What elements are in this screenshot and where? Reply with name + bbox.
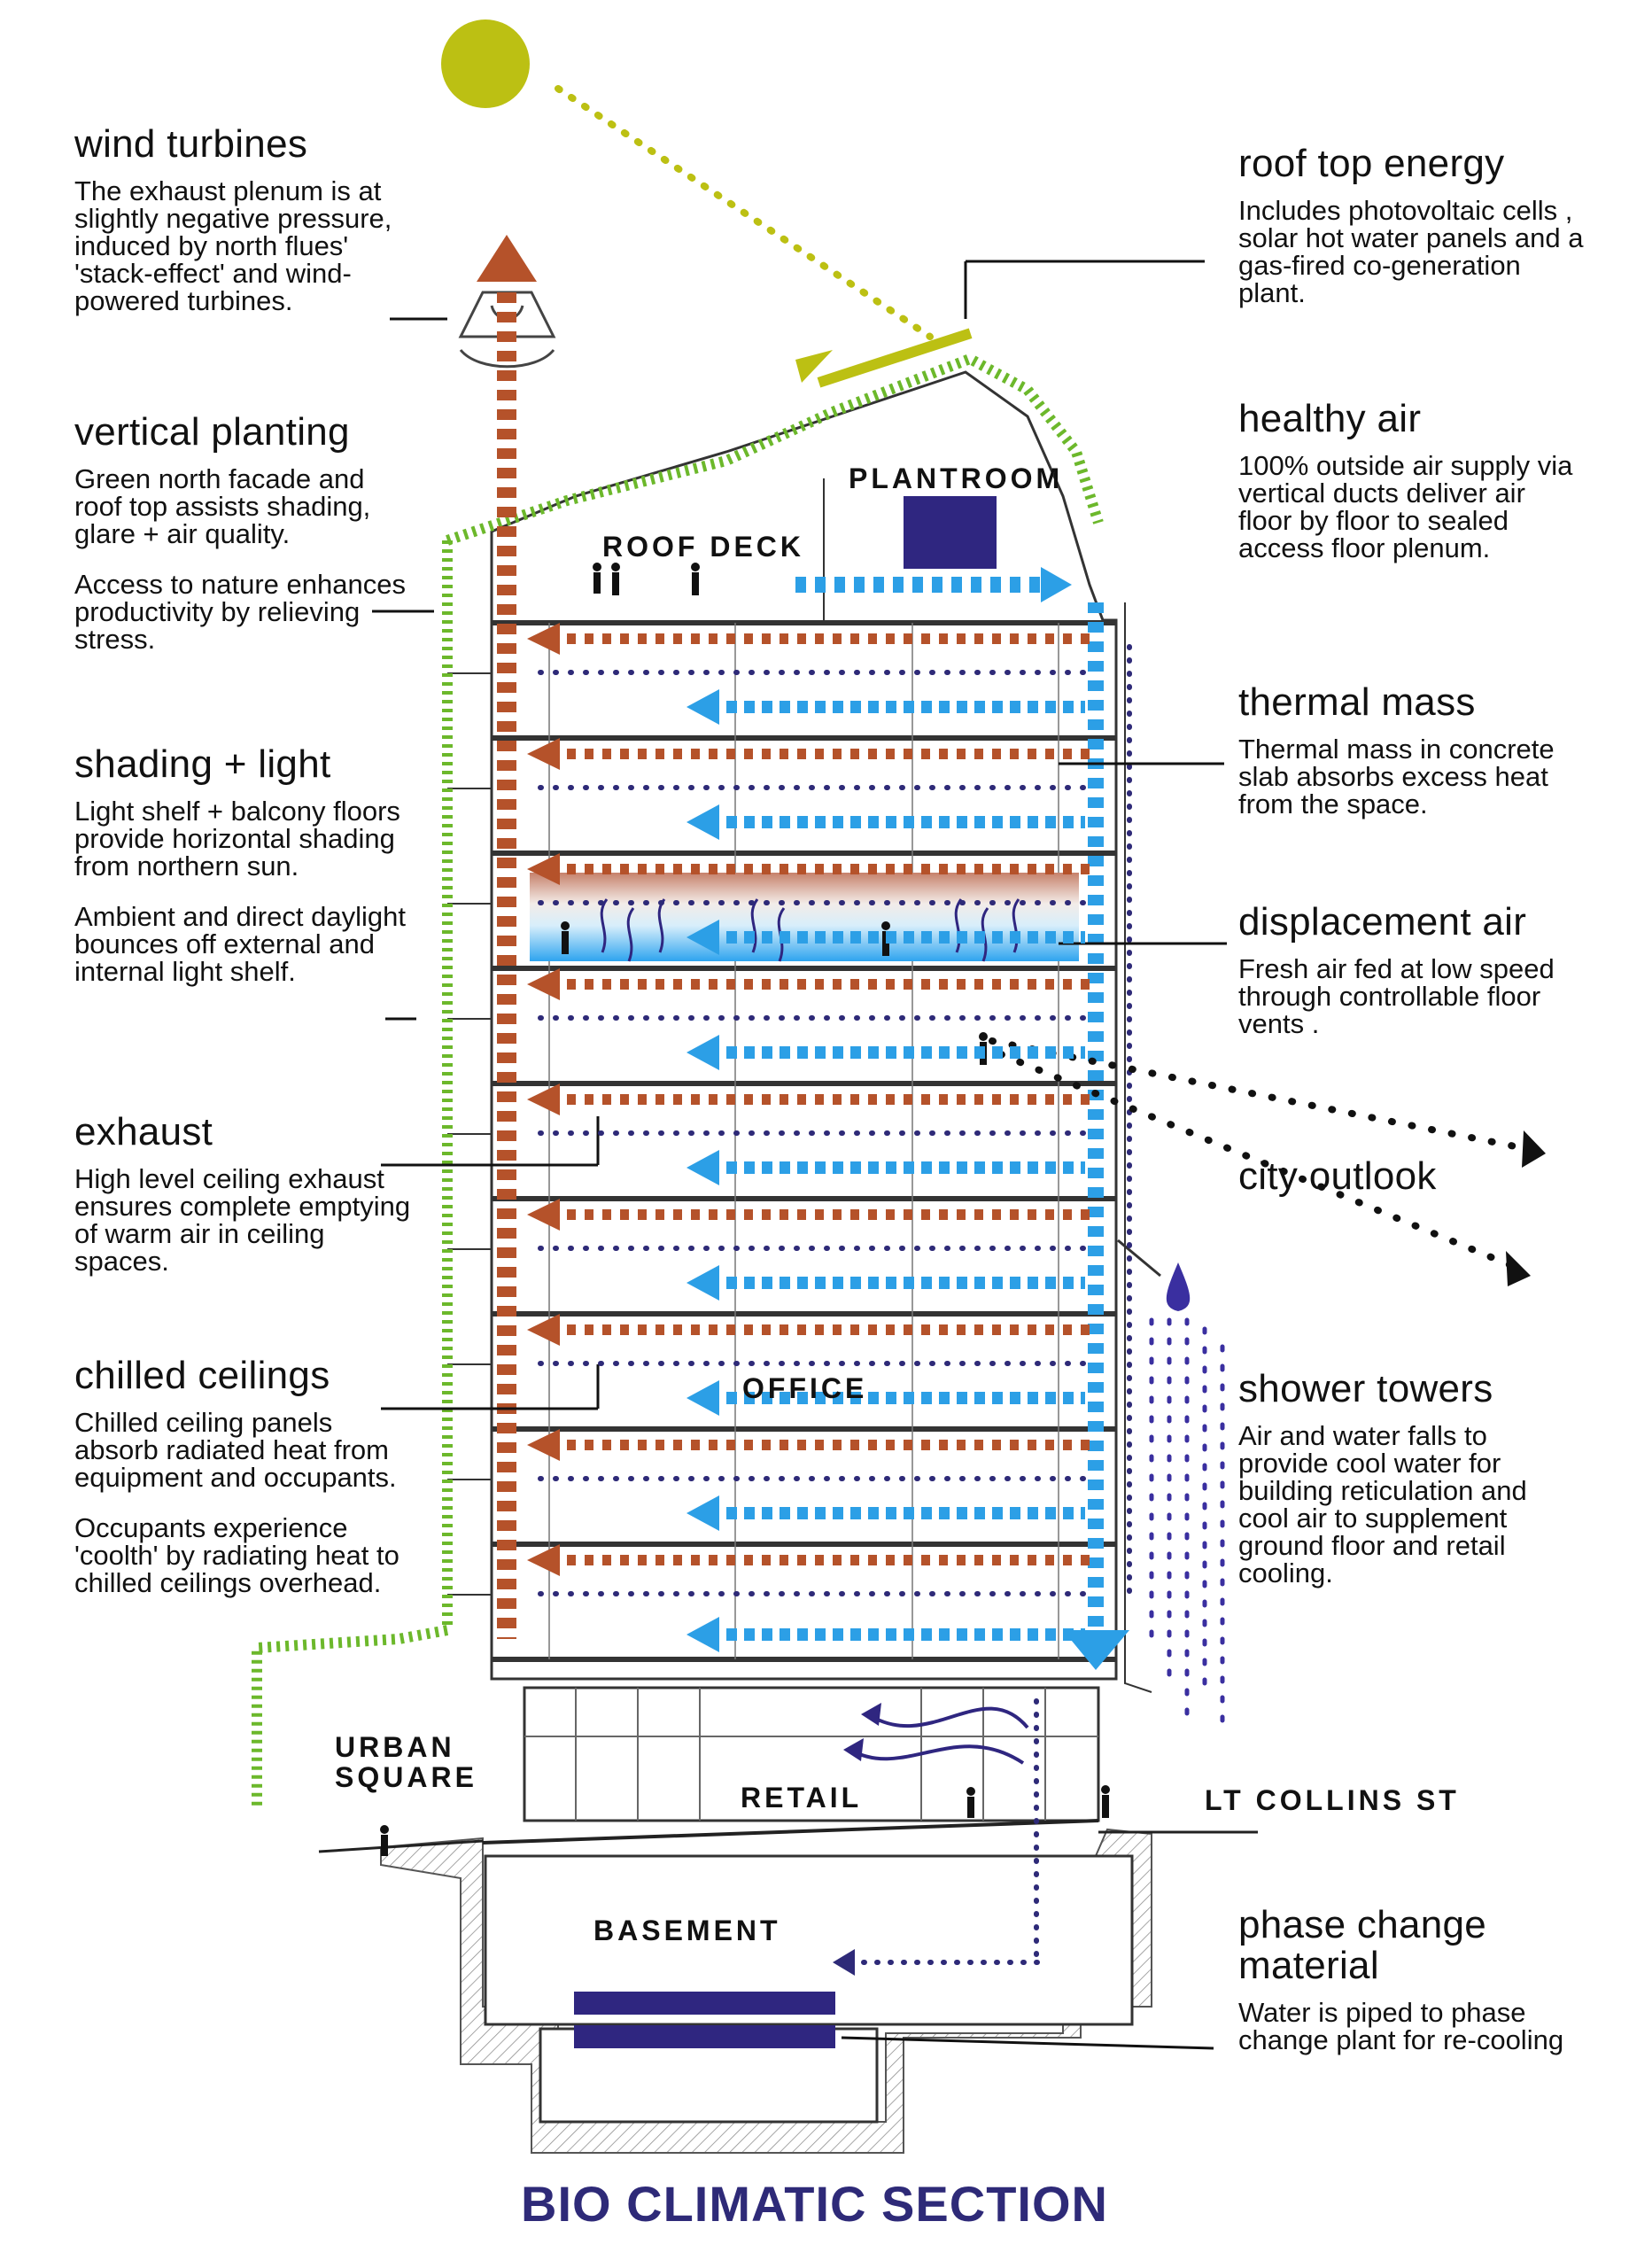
annotation-body-2: Ambient and direct daylight bounces off … bbox=[74, 901, 406, 987]
annotation-city-outlook: city outlook bbox=[1238, 1156, 1575, 1197]
annotation-healthy-air: healthy air 100% outside air supply via … bbox=[1238, 397, 1575, 563]
supply-flow-arrowhead bbox=[687, 804, 719, 840]
annotation-shower-towers: shower towers Air and water falls to pro… bbox=[1238, 1367, 1584, 1588]
solar-ray-arrowhead bbox=[795, 350, 833, 383]
vertical-planting bbox=[252, 353, 1104, 1807]
annotation-body: Green north facade and roof top assists … bbox=[74, 463, 371, 549]
sun-icon bbox=[441, 19, 530, 108]
solar-ray bbox=[555, 85, 934, 340]
annotation-phase-change: phase change material Water is piped to … bbox=[1238, 1905, 1575, 2054]
annotation-body: 100% outside air supply via vertical duc… bbox=[1238, 450, 1573, 563]
annotation-body-2: Occupants experience 'coolth' by radiati… bbox=[74, 1512, 399, 1598]
annotation-chilled-ceilings: chilled ceilings Chilled ceiling panels … bbox=[74, 1354, 411, 1598]
supply-flow-arrowhead bbox=[687, 689, 719, 725]
label-basement: BASEMENT bbox=[593, 1915, 781, 1946]
floor-air-flows bbox=[527, 623, 1092, 1652]
annotation-title: displacement air bbox=[1238, 900, 1527, 944]
shower-water-dots bbox=[848, 644, 1132, 1965]
ground-section bbox=[318, 1828, 1258, 2154]
exhaust-flow-arrowhead bbox=[527, 738, 560, 770]
exhaust-flow-arrowhead bbox=[527, 1544, 560, 1576]
exhaust-flow-arrowhead bbox=[527, 1314, 560, 1346]
supply-flow-arrowhead bbox=[687, 1380, 719, 1416]
annotation-body: Air and water falls to provide cool wate… bbox=[1238, 1420, 1527, 1588]
exhaust-flow-arrowhead bbox=[527, 1199, 560, 1231]
phase-change-tank bbox=[574, 1992, 835, 2015]
supply-flow-arrowhead bbox=[687, 1150, 719, 1185]
annotation-displacement-air: displacement air Fresh air fed at low sp… bbox=[1238, 900, 1593, 1039]
annotation-body-2: Access to nature enhances productivity b… bbox=[74, 569, 406, 655]
annotation-title: thermal mass bbox=[1238, 680, 1476, 724]
annotation-title: shower towers bbox=[1238, 1367, 1493, 1410]
annotation-body: Water is piped to phase change plant for… bbox=[1238, 1997, 1564, 2055]
annotation-title: chilled ceilings bbox=[74, 1354, 330, 1397]
annotation-title: phase change material bbox=[1238, 1903, 1487, 1987]
label-lt-collins-st: LT COLLINS ST bbox=[1205, 1784, 1460, 1816]
exhaust-flow-arrowhead bbox=[527, 1429, 560, 1461]
annotation-vertical-planting: vertical planting Green north facade and… bbox=[74, 410, 411, 655]
annotation-body: Chilled ceiling panels absorb radiated h… bbox=[74, 1407, 397, 1493]
label-retail: RETAIL bbox=[741, 1782, 863, 1814]
exhaust-flow-arrowhead bbox=[527, 968, 560, 1000]
annotation-title: healthy air bbox=[1238, 397, 1422, 440]
annotation-body: Includes photovoltaic cells , solar hot … bbox=[1238, 195, 1584, 308]
displacement-air-band bbox=[530, 873, 1079, 961]
annotation-exhaust: exhaust High level ceiling exhaust ensur… bbox=[74, 1110, 411, 1277]
exhaust-flow-arrowhead bbox=[527, 1084, 560, 1115]
leader-lines bbox=[372, 260, 1227, 2050]
supply-duct-arrowhead bbox=[1063, 1630, 1129, 1670]
annotation-title: exhaust bbox=[74, 1110, 213, 1153]
annotation-title: wind turbines bbox=[74, 122, 308, 166]
annotation-title: vertical planting bbox=[74, 410, 350, 454]
annotation-body: Light shelf + balcony floors provide hor… bbox=[74, 796, 400, 882]
solar-panel bbox=[817, 328, 973, 388]
supply-flow-arrowhead bbox=[687, 1495, 719, 1531]
supply-flow-arrowhead bbox=[687, 1265, 719, 1301]
annotation-roof-top-energy: roof top energy Includes photovoltaic ce… bbox=[1238, 144, 1584, 307]
annotation-body: Fresh air fed at low speed through contr… bbox=[1238, 953, 1555, 1039]
supply-flow-arrowhead bbox=[687, 1617, 719, 1652]
supply-flow-arrowhead bbox=[687, 1035, 719, 1070]
annotation-title: shading + light bbox=[74, 742, 331, 786]
office-tower bbox=[447, 370, 1161, 1693]
annotation-body: High level ceiling exhaust ensures compl… bbox=[74, 1163, 411, 1277]
annotation-wind-turbines: wind turbines The exhaust plenum is at s… bbox=[74, 124, 429, 315]
annotation-thermal-mass: thermal mass Thermal mass in concrete sl… bbox=[1238, 680, 1575, 819]
city-outlook-rays bbox=[989, 1037, 1546, 1286]
shower-droplet-icon bbox=[1166, 1262, 1191, 1311]
annotation-title: roof top energy bbox=[1238, 142, 1505, 185]
exhaust-flow-arrowhead bbox=[527, 623, 560, 655]
label-plantroom: PLANTROOM bbox=[849, 462, 1064, 494]
label-office: OFFICE bbox=[742, 1372, 868, 1404]
annotation-body: Thermal mass in concrete slab absorbs ex… bbox=[1238, 734, 1555, 819]
label-roof-deck: ROOF DECK bbox=[602, 531, 804, 563]
exhaust-flow-arrowhead bbox=[527, 853, 560, 885]
annotation-title: city outlook bbox=[1238, 1154, 1437, 1198]
retail-air-flow bbox=[866, 1706, 1029, 1729]
phase-change-tank bbox=[574, 2025, 835, 2048]
annotation-body: The exhaust plenum is at slightly negati… bbox=[74, 175, 392, 316]
diagram-caption: BIO CLIMATIC SECTION bbox=[521, 2176, 1108, 2232]
supply-flow-arrowhead bbox=[687, 920, 719, 955]
label-urban-square: URBAN SQUARE bbox=[335, 1731, 477, 1793]
plantroom-box bbox=[904, 496, 997, 569]
shower-rain bbox=[1149, 1317, 1225, 1739]
exhaust-stack-arrowhead bbox=[477, 235, 537, 282]
annotation-shading-light: shading + light Light shelf + balcony fl… bbox=[74, 742, 411, 987]
